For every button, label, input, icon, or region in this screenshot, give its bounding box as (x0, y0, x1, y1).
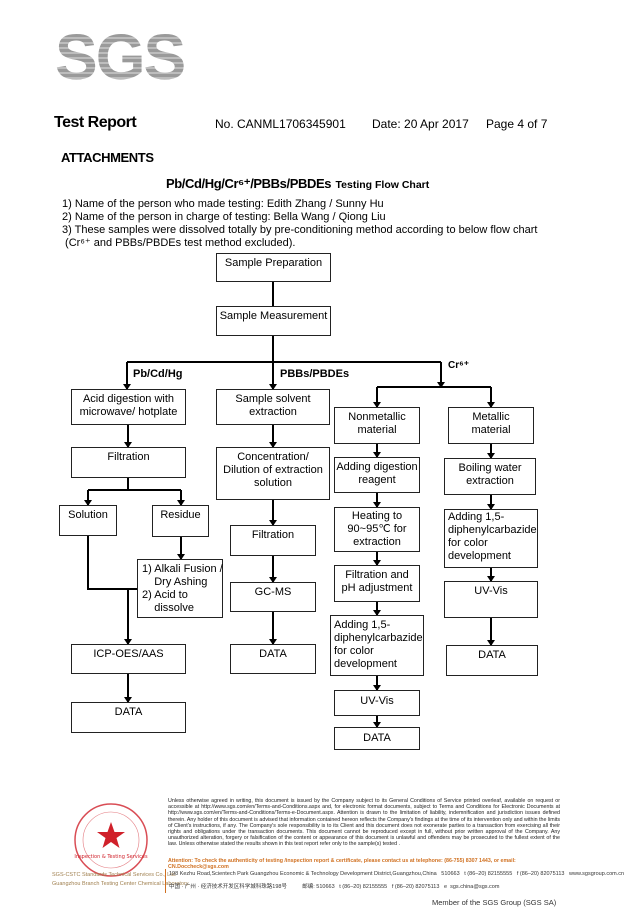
box-filtration-ph: Filtration and pH adjustment (334, 565, 420, 602)
box-concentration-dilution: Concentration/ Dilution of extraction so… (216, 447, 330, 500)
lab-name: SGS-CSTC Standards Technical Services Co… (52, 871, 190, 889)
page-number: Page 4 of 7 (486, 117, 548, 131)
note-2: 2) Name of the person in charge of testi… (62, 211, 386, 223)
branch-label-pb-cd-hg: Pb/Cd/Hg (133, 368, 183, 380)
box-gc-ms: GC-MS (230, 582, 316, 612)
sgs-member-note: Member of the SGS Group (SGS SA) (432, 898, 557, 907)
note-1: 1) Name of the person who made testing: … (62, 198, 384, 210)
box-icp-oes-aas: ICP-OES/AAS (71, 644, 186, 674)
flow-title-main: Pb/Cd/Hg/Cr⁶⁺/PBBs/PBDEs (166, 176, 332, 191)
branch-label-pbbs-pbdes: PBBs/PBDEs (280, 368, 350, 380)
box-data-pb: DATA (71, 702, 186, 733)
address-chinese: 中国 · 广州 · 经济技术开发区科学城科珠路198号 邮编: 510663 t… (169, 884, 500, 890)
inspection-stamp: Inspection & Testing Services (74, 803, 148, 877)
report-date: Date: 20 Apr 2017 (372, 117, 469, 131)
box-filtration-pbb: Filtration (230, 525, 316, 556)
box-data-nonmetal: DATA (334, 727, 420, 750)
report-title: Test Report (54, 114, 137, 131)
note-4: (Cr⁶⁺ and PBBs/PBDEs test method exclude… (62, 237, 296, 249)
box-sample-measurement: Sample Measurement (216, 306, 331, 336)
box-filtration-pb: Filtration (71, 447, 186, 478)
legal-disclaimer: Unless otherwise agreed in writing, this… (168, 798, 560, 848)
flow-chart-title: Pb/Cd/Hg/Cr⁶⁺/PBBs/PBDEs Testing Flow Ch… (166, 175, 429, 193)
flow-title-sub: Testing Flow Chart (335, 179, 430, 191)
box-acid-digestion: Acid digestion with microwave/ hotplate (71, 389, 186, 425)
report-number: No. CANML1706345901 (215, 117, 346, 131)
box-heating: Heating to 90~95℃ for extraction (334, 507, 420, 552)
lab-name-line-2: Guangzhou Branch Testing Center Chemical… (52, 881, 190, 887)
box-boiling-water-extraction: Boiling water extraction (444, 458, 536, 495)
box-alkali-fusion: 1) Alkali Fusion / Dry Ashing 2) Acid to… (137, 559, 223, 618)
sgs-logo: SGS (55, 21, 186, 93)
box-uv-vis-metal: UV-Vis (444, 581, 538, 618)
box-adding-dpc-metal: Adding 1,5- diphenylcarbazide for color … (444, 509, 538, 568)
box-adding-digestion-reagent: Adding digestion reagent (334, 457, 420, 493)
box-uv-vis-nonmetal: UV-Vis (334, 690, 420, 716)
branch-label-cr6: Cr⁶⁺ (448, 360, 469, 371)
svg-text:Inspection & Testing Services: Inspection & Testing Services (74, 854, 148, 860)
address-english: 198 Kezhu Road,Scientech Park Guangzhou … (169, 871, 625, 877)
box-data-metal: DATA (446, 645, 538, 676)
box-nonmetallic-material: Nonmetallic material (334, 407, 420, 444)
box-adding-dpc-nonmetal: Adding 1,5- diphenylcarbazide for color … (330, 615, 424, 676)
box-sample-preparation: Sample Preparation (216, 253, 331, 282)
box-sample-solvent-extraction: Sample solvent extraction (216, 389, 330, 425)
box-residue: Residue (152, 505, 209, 537)
note-3: 3) These samples were dissolved totally … (62, 224, 538, 236)
box-solution: Solution (59, 505, 117, 536)
authenticity-notice: Attention: To check the authenticity of … (168, 858, 516, 871)
star-icon (97, 822, 125, 848)
lab-name-line-1: SGS-CSTC Standards Technical Services Co… (52, 872, 177, 878)
box-data-pbb: DATA (230, 644, 316, 674)
footer-divider (165, 869, 166, 893)
logo-stripes (55, 22, 190, 92)
box-metallic-material: Metallic material (448, 407, 534, 444)
section-heading: ATTACHMENTS (61, 150, 154, 165)
